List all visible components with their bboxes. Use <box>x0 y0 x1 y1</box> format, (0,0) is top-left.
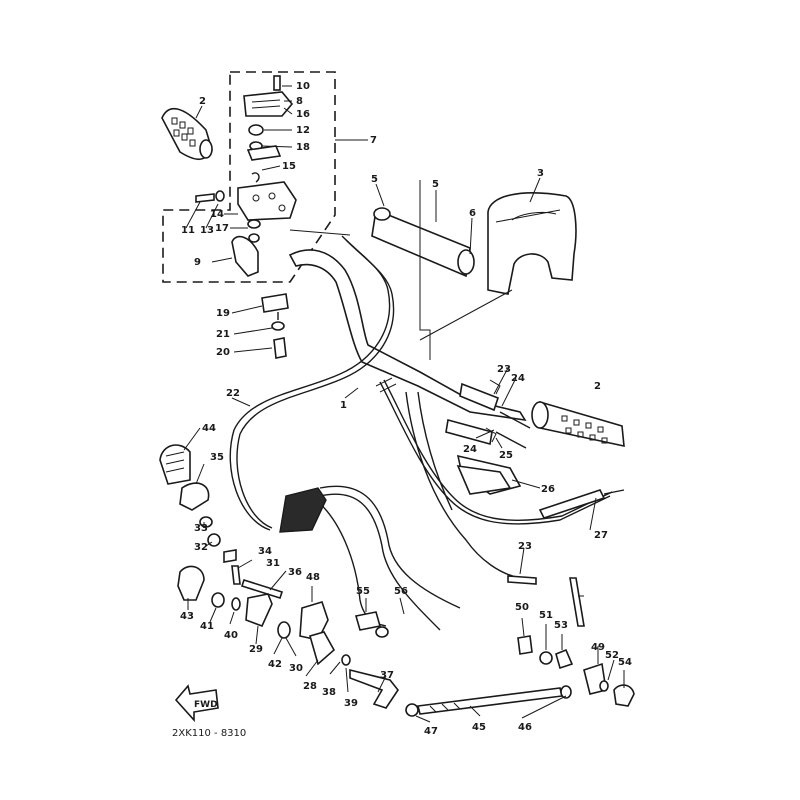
callout-44: 45 <box>472 722 486 733</box>
callout-leaders <box>183 85 625 723</box>
callout-19: 20 <box>216 347 230 358</box>
callout-26: 27 <box>594 530 608 541</box>
handlebar-cover <box>487 192 577 295</box>
throttle-cable <box>538 489 625 519</box>
callout-50: 51 <box>539 610 553 621</box>
callout-40: 41 <box>200 621 214 632</box>
fwd-arrow-icon: FWD <box>174 684 219 723</box>
callout-29: 30 <box>289 663 303 674</box>
callout-11: 12 <box>296 125 310 136</box>
cable-junction <box>279 487 327 533</box>
callout-1: 1 <box>340 400 347 411</box>
callout-labels: 2 5 5 6 3 7 8 9 10 11 12 13 14 15 16 17 … <box>180 81 632 737</box>
switch-25 <box>456 465 512 495</box>
callout-55: 56 <box>394 586 408 597</box>
callout-10: 11 <box>181 225 195 236</box>
right-grip <box>531 400 625 448</box>
callout-14: 15 <box>282 161 296 172</box>
callout-5: 5 <box>371 174 378 185</box>
handlebar-pad <box>371 207 475 278</box>
callout-2: 2 <box>199 96 206 107</box>
fwd-label: FWD <box>194 700 218 710</box>
callout-43: 44 <box>202 423 216 434</box>
callout-31: 32 <box>194 542 208 553</box>
callout-39: 40 <box>224 630 238 641</box>
callout-37: 38 <box>322 687 336 698</box>
callout-24b: 25 <box>499 450 513 461</box>
callout-49: 50 <box>515 602 529 613</box>
callout-7: 8 <box>296 96 303 107</box>
callout-47: 48 <box>306 572 320 583</box>
callout-42: 43 <box>180 611 194 622</box>
callout-53: 54 <box>618 657 632 668</box>
callout-2b: 2 <box>594 381 601 392</box>
callout-33: 34 <box>258 546 272 557</box>
bar-leader-line <box>289 229 351 236</box>
callout-6: 7 <box>370 135 377 146</box>
callout-25: 26 <box>541 484 555 495</box>
callout-35: 36 <box>288 567 302 578</box>
callout-13: 14 <box>210 209 224 220</box>
cables <box>229 235 613 631</box>
left-grip <box>161 107 213 161</box>
callout-18: 19 <box>216 308 230 319</box>
callout-17: 18 <box>296 142 310 153</box>
callout-22: 23 <box>518 541 532 552</box>
callout-51: 52 <box>605 650 619 661</box>
callout-41: 42 <box>268 659 282 670</box>
callout-3: 3 <box>537 168 544 179</box>
callout-32: 33 <box>194 523 208 534</box>
callout-38: 39 <box>344 698 358 709</box>
callout-45: 46 <box>518 722 532 733</box>
handlebar <box>288 249 527 422</box>
pad-leader-line <box>419 180 431 360</box>
callout-24: 24 <box>511 373 525 384</box>
callout-54: 55 <box>356 586 370 597</box>
callout-21: 22 <box>226 388 240 399</box>
callout-23: 23 <box>497 364 511 375</box>
callout-20: 21 <box>216 329 230 340</box>
switch-assembly-group-outline <box>162 71 336 283</box>
cover-leader-line <box>419 289 513 341</box>
callout-52: 53 <box>554 620 568 631</box>
callout-4: 5 <box>432 179 439 190</box>
callout-16: 17 <box>215 223 229 234</box>
callout-27: 28 <box>303 681 317 692</box>
left-side-parts <box>159 444 351 666</box>
callout-12: 13 <box>200 225 214 236</box>
callout-36: 37 <box>380 670 394 681</box>
callout-46: 47 <box>424 726 438 737</box>
callout-48: 49 <box>591 642 605 653</box>
callout-5b: 6 <box>469 208 476 219</box>
right-side-parts <box>354 575 635 707</box>
callout-23b: 24 <box>463 444 477 455</box>
shift-rod <box>349 668 572 717</box>
callout-28: 29 <box>249 644 263 655</box>
callout-30: 31 <box>266 558 280 569</box>
switch-parts <box>195 75 297 359</box>
callout-15: 16 <box>296 109 310 120</box>
callout-9: 10 <box>296 81 310 92</box>
callout-8: 9 <box>194 257 201 268</box>
diagram-code: 2XK110 - 8310 <box>172 728 246 739</box>
callout-34: 35 <box>210 452 224 463</box>
